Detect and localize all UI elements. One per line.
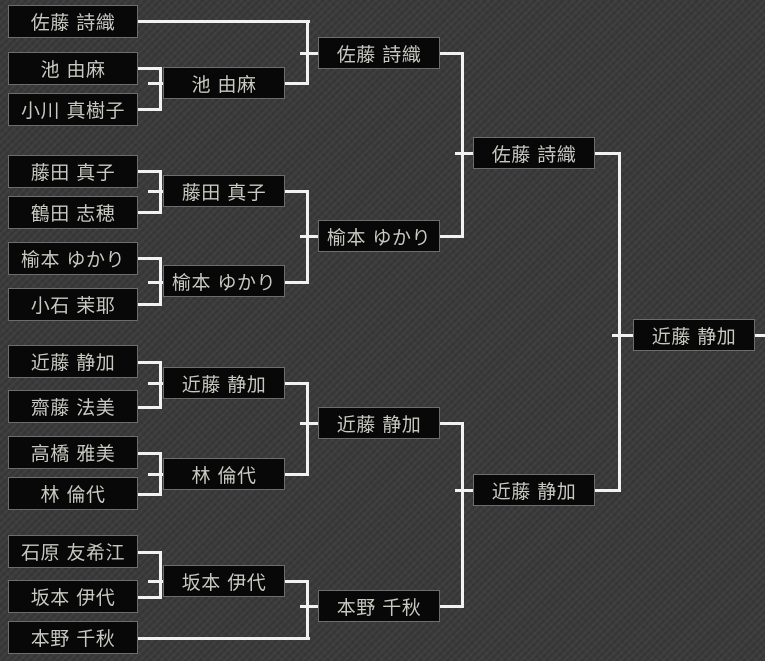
bracket-connector (138, 361, 162, 364)
bracket-slot-final-1[interactable]: 近藤 静加 (633, 319, 755, 351)
bracket-connector (285, 382, 309, 385)
bracket-slot-round-2-5[interactable]: 林 倫代 (163, 458, 285, 490)
bracket-slot-round-3-2[interactable]: 榆本 ゆかり (318, 220, 440, 252)
bracket-connector (300, 422, 320, 425)
bracket-connector (138, 596, 162, 599)
bracket-connector (138, 257, 162, 260)
bracket-connector (440, 605, 464, 608)
bracket-connector (285, 190, 309, 193)
bracket-connector (461, 422, 464, 608)
bracket-slot-round-4-1[interactable]: 佐藤 詩織 (473, 137, 595, 169)
bracket-connector (138, 637, 310, 640)
bracket-connector (618, 152, 621, 492)
bracket-connector (148, 580, 165, 583)
bracket-slot-round-1-14[interactable]: 本野 千秋 (8, 621, 138, 654)
bracket-slot-round-2-1[interactable]: 池 由麻 (163, 67, 285, 99)
bracket-slot-round-1-2[interactable]: 池 由麻 (8, 52, 138, 85)
bracket-slot-round-4-2[interactable]: 近藤 静加 (473, 474, 595, 506)
bracket-connector (595, 152, 621, 155)
bracket-slot-round-1-13[interactable]: 坂本 伊代 (8, 580, 138, 613)
bracket-connector (138, 108, 162, 111)
bracket-connector (148, 473, 165, 476)
bracket-connector (455, 489, 475, 492)
bracket-slot-round-1-1[interactable]: 佐藤 詩織 (8, 5, 138, 38)
bracket-connector (138, 67, 162, 70)
bracket-connector (440, 422, 464, 425)
bracket-slot-round-2-3[interactable]: 榆本 ゆかり (163, 265, 285, 297)
bracket-connector (138, 20, 310, 23)
bracket-connector (148, 382, 165, 385)
bracket-connector (138, 551, 162, 554)
bracket-connector (306, 580, 309, 640)
bracket-connector (595, 489, 621, 492)
bracket-connector (148, 82, 165, 85)
bracket-connector (300, 52, 320, 55)
bracket-connector (138, 406, 162, 409)
bracket-connector (440, 52, 464, 55)
bracket-connector (159, 361, 162, 409)
bracket-connector (300, 605, 320, 608)
bracket-connector (138, 452, 162, 455)
bracket-connector (461, 52, 464, 238)
bracket-slot-round-1-11[interactable]: 林 倫代 (8, 477, 138, 510)
bracket-slot-round-1-9[interactable]: 齋藤 法美 (8, 390, 138, 423)
bracket-connector (612, 334, 636, 337)
bracket-connector (148, 190, 165, 193)
bracket-slot-round-1-7[interactable]: 小石 茉耶 (8, 288, 138, 321)
bracket-connector (138, 303, 162, 306)
bracket-slot-round-3-1[interactable]: 佐藤 詩織 (318, 37, 440, 69)
bracket-slot-round-1-3[interactable]: 小川 真樹子 (8, 93, 138, 126)
bracket-slot-round-1-8[interactable]: 近藤 静加 (8, 345, 138, 378)
bracket-connector (440, 235, 464, 238)
bracket-connector (285, 580, 309, 583)
bracket-connector (138, 170, 162, 173)
bracket-connector (148, 281, 165, 284)
bracket-connector (306, 382, 309, 476)
bracket-connector (755, 334, 765, 337)
bracket-slot-round-3-4[interactable]: 本野 千秋 (318, 590, 440, 622)
bracket-slot-round-2-6[interactable]: 坂本 伊代 (163, 565, 285, 597)
bracket-connector (455, 152, 475, 155)
bracket-slot-round-2-4[interactable]: 近藤 静加 (163, 367, 285, 399)
bracket-connector (300, 235, 320, 238)
bracket-connector (285, 281, 309, 284)
bracket-connector (285, 473, 309, 476)
bracket-slot-round-3-3[interactable]: 近藤 静加 (318, 407, 440, 439)
bracket-slot-round-1-4[interactable]: 藤田 真子 (8, 155, 138, 188)
bracket-connector (285, 82, 309, 85)
bracket-connector (159, 551, 162, 599)
bracket-slot-round-1-10[interactable]: 高橋 雅美 (8, 436, 138, 469)
bracket-slot-round-1-12[interactable]: 石原 友希江 (8, 535, 138, 568)
bracket-slot-round-1-6[interactable]: 榆本 ゆかり (8, 242, 138, 275)
bracket-connector (159, 67, 162, 111)
bracket-slot-round-2-2[interactable]: 藤田 真子 (163, 175, 285, 207)
bracket-slot-round-1-5[interactable]: 鶴田 志穂 (8, 196, 138, 229)
bracket-connector (138, 493, 162, 496)
bracket-connector (138, 211, 162, 214)
